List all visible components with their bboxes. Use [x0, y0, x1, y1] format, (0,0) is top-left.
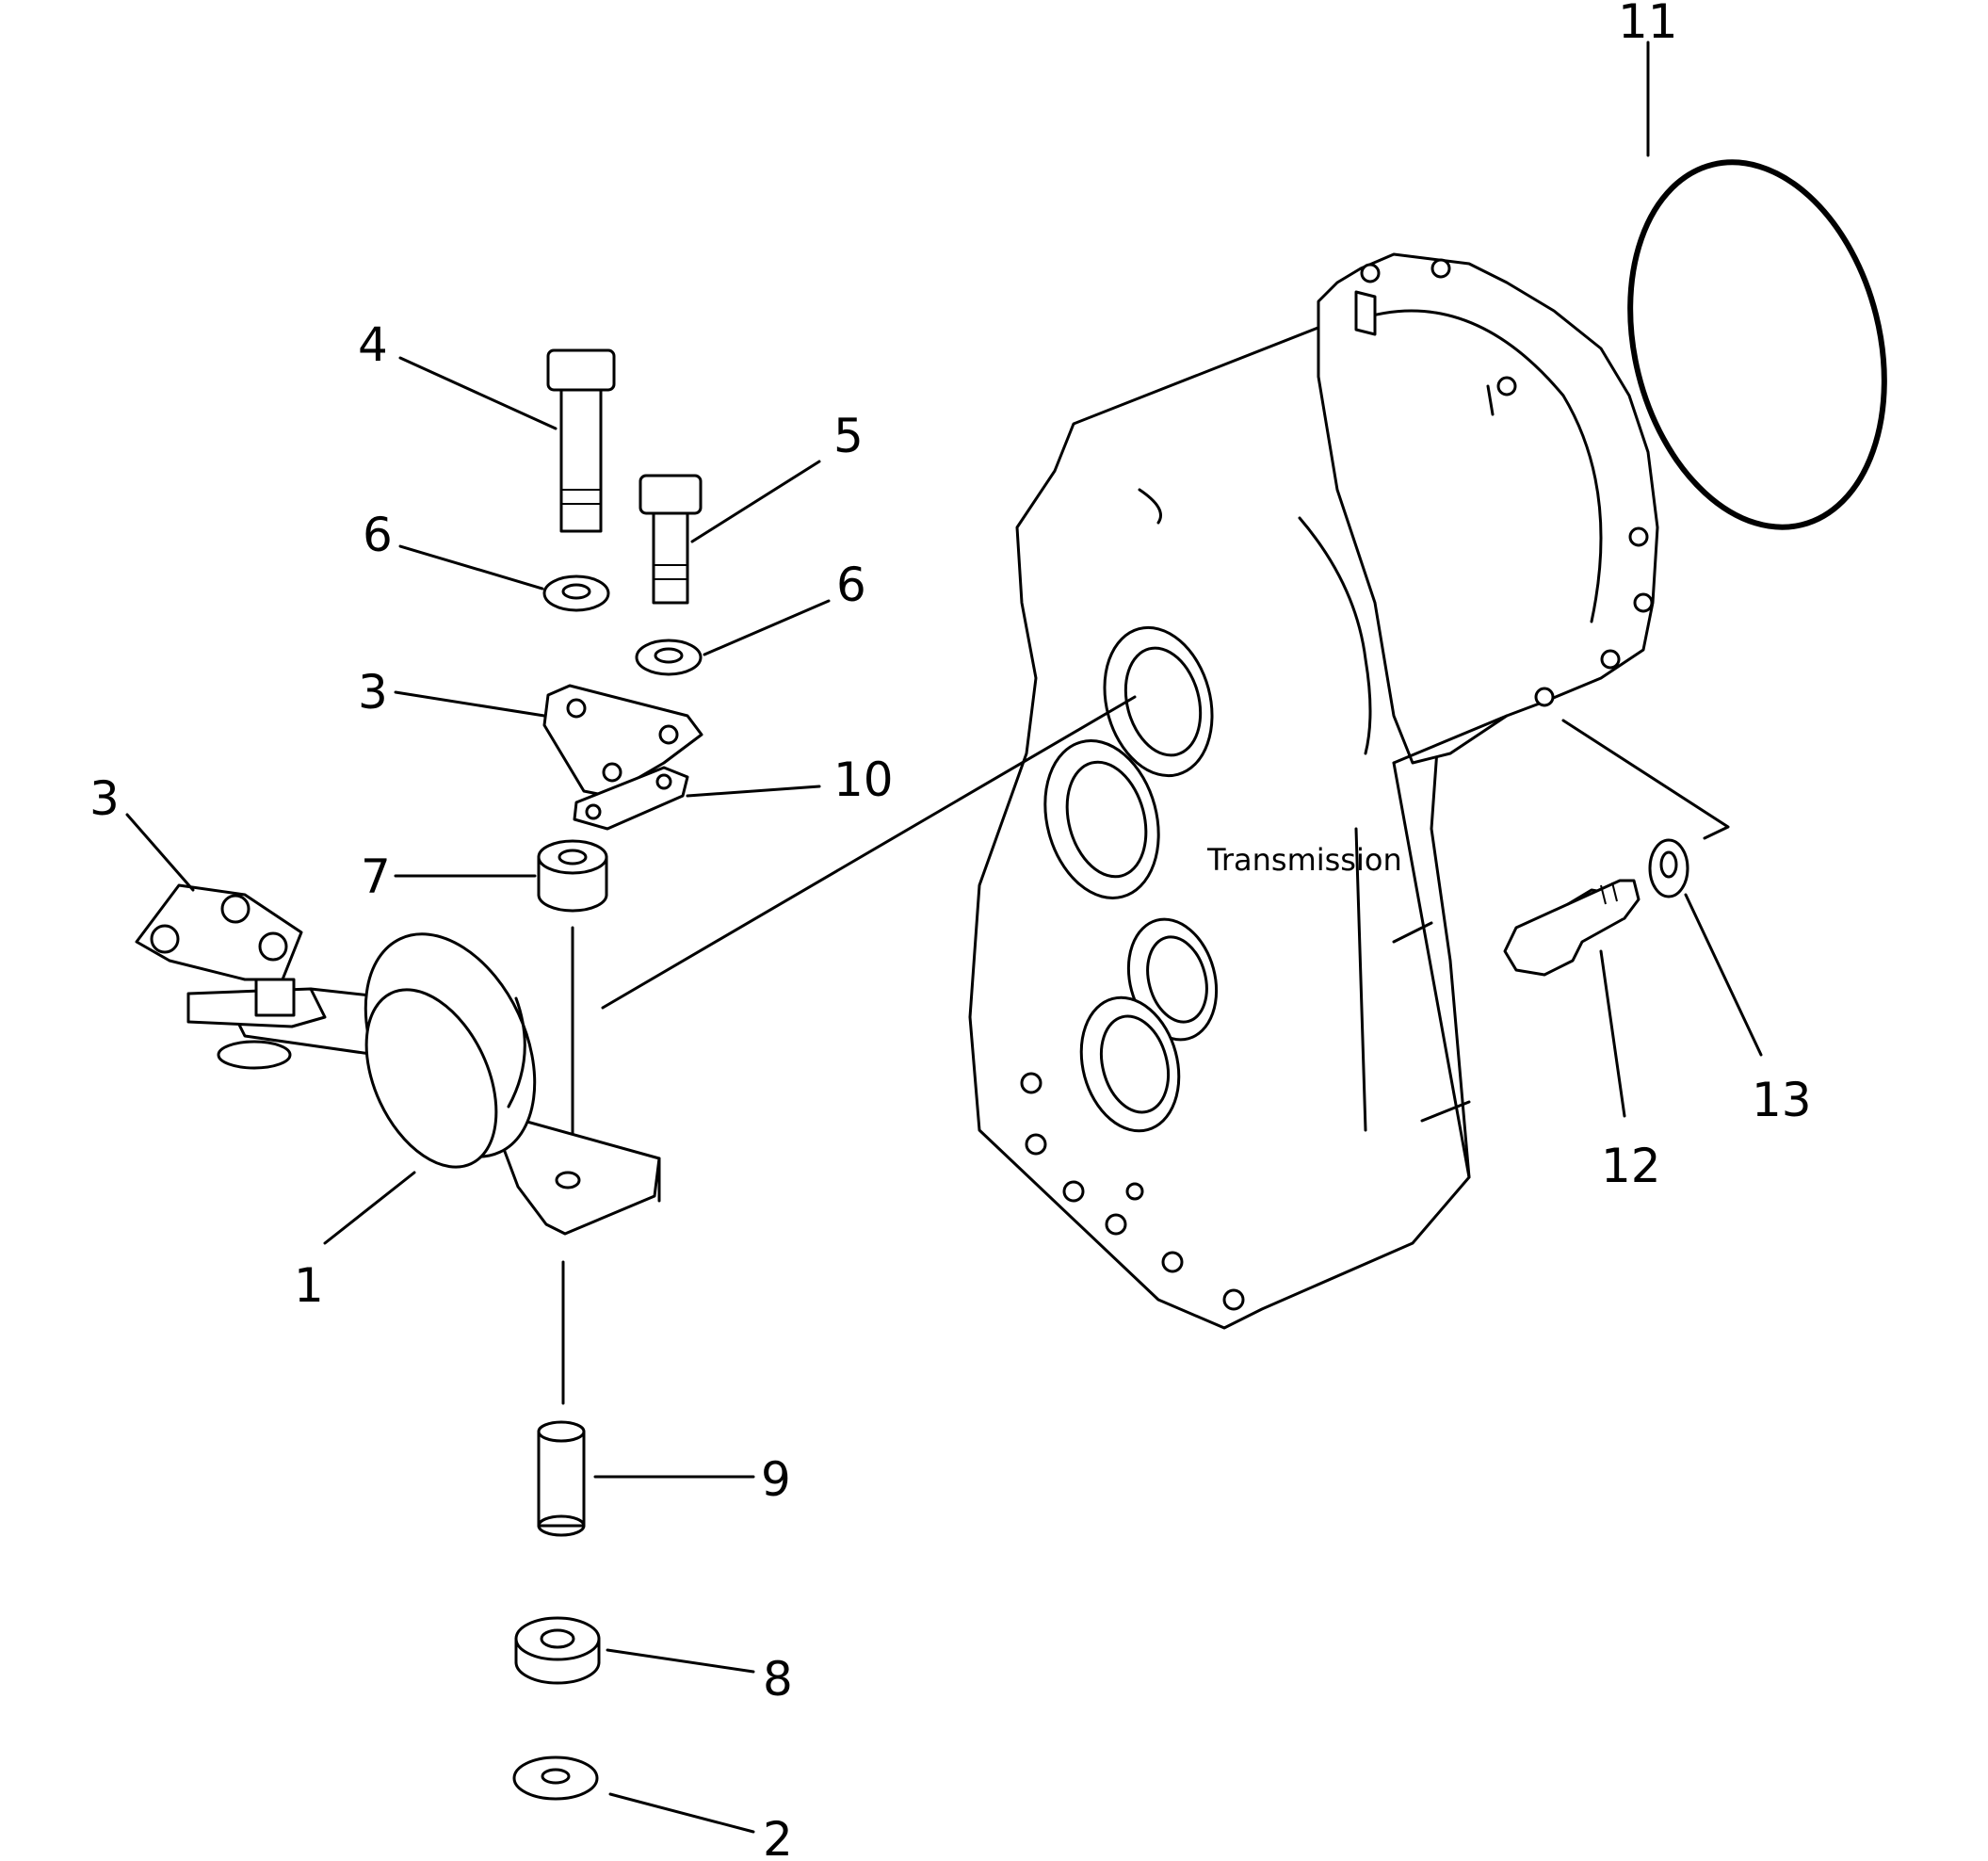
washer-part-2 — [512, 1756, 599, 1801]
cushion-part-8 — [514, 1616, 601, 1685]
transmission-housing: Transmission — [968, 252, 1659, 1330]
plate-part-3-lower — [135, 883, 303, 1070]
lock-washer-part-6-left — [542, 574, 610, 612]
bushing-part-7 — [537, 839, 608, 913]
callout-6-right: 6 — [836, 558, 866, 612]
shim-part-10 — [573, 766, 689, 831]
leader-line-4 — [398, 356, 558, 430]
o-ring-part-11 — [1627, 159, 1887, 530]
leader-line-13 — [1684, 893, 1763, 1057]
leader-line-3-lower — [125, 813, 195, 892]
lock-washer-part-6-right — [635, 639, 703, 676]
assembly-line-bracket-13 — [1561, 719, 1730, 840]
mount-bracket-part-1 — [186, 932, 661, 1236]
callout-2: 2 — [763, 1812, 793, 1861]
callout-1: 1 — [294, 1258, 324, 1313]
washer-part-13 — [1648, 838, 1689, 898]
leader-line-6-left — [398, 544, 544, 591]
callout-12: 12 — [1601, 1139, 1661, 1193]
callout-9: 9 — [761, 1452, 791, 1507]
long-bolt-part-4 — [546, 348, 616, 533]
callout-10: 10 — [833, 752, 894, 807]
callout-13: 13 — [1752, 1073, 1812, 1127]
leader-line-1 — [323, 1171, 416, 1245]
transmission-label: Transmission — [1206, 842, 1402, 878]
callout-5: 5 — [833, 409, 864, 463]
leader-line-2 — [608, 1792, 755, 1834]
short-bolt-part-5 — [638, 474, 703, 605]
leader-line-3-upper — [394, 690, 546, 718]
leader-line-8 — [606, 1648, 755, 1674]
callout-3-lower: 3 — [89, 771, 120, 826]
leader-line-5 — [690, 460, 821, 543]
leader-line-6-right — [703, 599, 831, 656]
callout-7: 7 — [361, 850, 391, 904]
sleeve-part-9 — [537, 1420, 586, 1537]
callout-6-left: 6 — [363, 508, 393, 562]
callout-3-upper: 3 — [358, 665, 388, 720]
bolt-part-12 — [1503, 879, 1641, 977]
plate-part-3-upper — [542, 684, 703, 798]
assembly-line-bracket-to-transmission — [601, 695, 1137, 1010]
leader-line-10 — [686, 785, 821, 798]
callout-11: 11 — [1618, 0, 1678, 49]
leader-line-12 — [1599, 949, 1626, 1118]
callout-4: 4 — [358, 317, 388, 372]
callout-8: 8 — [763, 1652, 793, 1707]
